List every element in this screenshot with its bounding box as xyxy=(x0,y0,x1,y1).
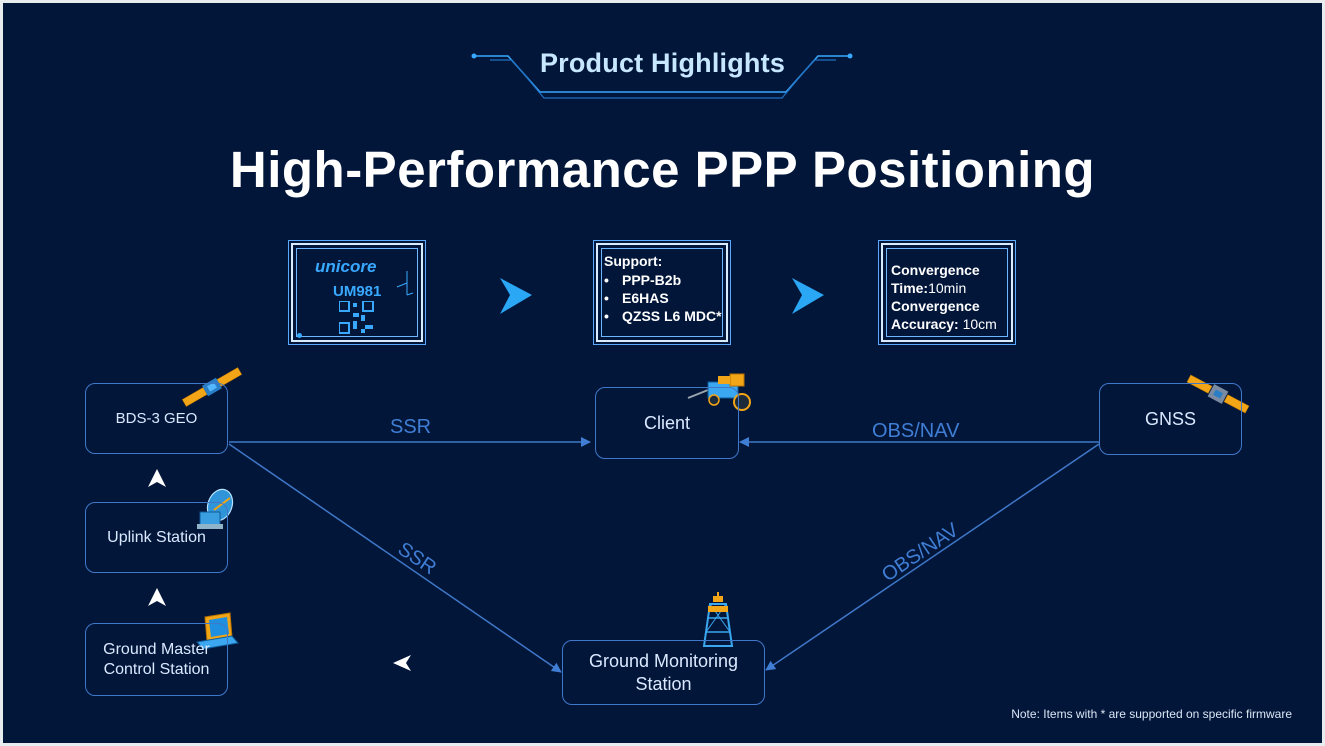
qr-code-icon xyxy=(339,301,374,334)
arrow-up-icon xyxy=(148,588,166,606)
node-label: GNSS xyxy=(1144,408,1196,429)
convergence-accuracy-label: Convergence Accuracy: xyxy=(891,298,980,332)
node-label: Control Station xyxy=(103,660,210,678)
convergence-accuracy: Convergence Accuracy: 10cm xyxy=(891,297,1011,333)
chevron-right-icon xyxy=(792,278,824,314)
chevron-right-icon xyxy=(500,278,532,314)
axis-icon xyxy=(396,271,414,296)
convergence-card: Convergence Time:10min Convergence Accur… xyxy=(878,240,1016,345)
node-label: Uplink Station xyxy=(107,528,206,546)
arrow-left-icon xyxy=(393,655,411,671)
node-label: Station xyxy=(635,673,692,694)
page-title: High-Performance PPP Positioning xyxy=(229,141,1096,198)
convergence-time-label: Convergence Time: xyxy=(891,262,980,296)
convergence-time-value: 10min xyxy=(928,280,967,296)
node-ground-master-control-station: Ground Master Control Station xyxy=(85,623,228,696)
satellite-icon xyxy=(181,367,243,407)
node-label: Ground Master xyxy=(103,640,210,658)
support-title: Support: xyxy=(604,253,663,269)
satellite-icon xyxy=(1186,374,1250,414)
header-decoration xyxy=(471,53,853,99)
node-ground-monitoring-station: Ground Monitoring Station xyxy=(562,640,765,705)
section-header: Product Highlights xyxy=(539,48,786,78)
edge-gnss-monitoring xyxy=(765,443,1100,671)
node-label: Ground Monitoring xyxy=(588,650,739,671)
node-uplink-station: Uplink Station xyxy=(85,502,228,573)
monitoring-tower-icon xyxy=(702,592,734,647)
arrow-up-icon xyxy=(148,469,166,487)
node-client: Client xyxy=(595,387,739,459)
brand-logo: unicore xyxy=(315,257,377,276)
list-item: QZSS L6 MDC* xyxy=(604,307,722,325)
edge-label-ssr: SSR xyxy=(390,416,432,438)
node-bds-3-geo: BDS-3 GEO xyxy=(85,383,228,454)
node-label: BDS-3 GEO xyxy=(115,410,198,427)
node-gnss: GNSS xyxy=(1099,383,1242,455)
list-item: PPP-B2b xyxy=(604,271,722,289)
convergence-accuracy-value: 10cm xyxy=(958,316,997,332)
edge-label-obs-nav: OBS/NAV xyxy=(872,420,960,442)
chip-card: unicore UM981 xyxy=(288,240,426,345)
support-list: PPP-B2b E6HAS QZSS L6 MDC* xyxy=(604,271,722,325)
list-item: E6HAS xyxy=(604,289,722,307)
footnote: Note: Items with * are supported on spec… xyxy=(1011,707,1292,721)
chip-model: UM981 xyxy=(333,283,382,300)
dot-icon xyxy=(297,333,302,338)
edge-bds-monitoring xyxy=(228,443,562,673)
convergence-time: Convergence Time:10min xyxy=(891,261,1011,297)
node-label: Client xyxy=(643,412,691,433)
support-card: Support: PPP-B2b E6HAS QZSS L6 MDC* xyxy=(593,240,731,345)
